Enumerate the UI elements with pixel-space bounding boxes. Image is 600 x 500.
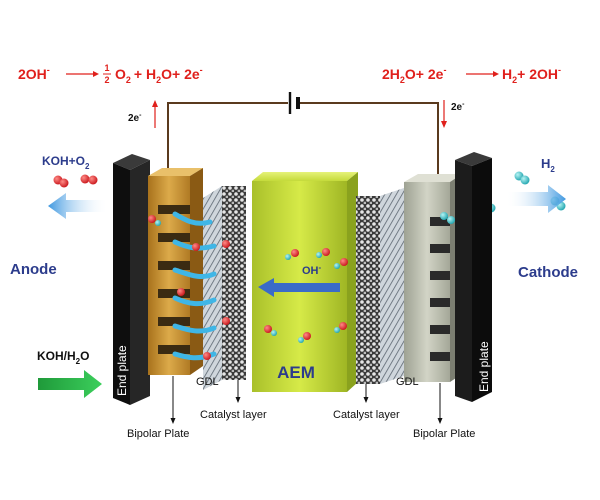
external-circuit (167, 92, 439, 182)
fraction-denominator: 2 (104, 75, 109, 85)
gdl-left-label: GDL (196, 376, 219, 388)
hydroxide-arrow (258, 278, 340, 297)
hydroxide-label: OH- (302, 263, 322, 277)
fraction-numerator: 1 (104, 63, 109, 73)
electron-left: 2e- (128, 100, 158, 128)
h2-outflow-arrow (506, 185, 566, 213)
anode-label: Anode (10, 261, 57, 278)
gdl-right-label: GDL (396, 376, 419, 388)
gdl-left (203, 186, 222, 390)
catalyst-left-label: Catalyst layer (200, 409, 267, 421)
end-plate-left: End plate (113, 154, 150, 405)
svg-text:2OH-: 2OH- (18, 65, 50, 82)
bipolar-right-label: Bipolar Plate (413, 428, 475, 440)
cathode-label: Cathode (518, 264, 578, 281)
end-plate-left-label: End plate (115, 345, 129, 396)
h2-label: H2 (541, 156, 555, 174)
cathode-reaction: 2H2O+ 2e- H2+ 2OH- (382, 65, 561, 85)
bipolar-left-label: Bipolar Plate (127, 428, 189, 440)
end-plate-right-label: End plate (477, 341, 491, 392)
wire-right (300, 102, 439, 182)
koh-h2o-inflow-arrow (38, 370, 102, 398)
end-plate-right: End plate (455, 152, 492, 402)
wire-left (167, 102, 288, 182)
koh-o2-label: KOH+O2 (42, 154, 90, 171)
hydroxide-transport: OH- (258, 263, 340, 297)
catalyst-layer-right (356, 196, 380, 384)
catalyst-right-label: Catalyst layer (333, 409, 400, 421)
membrane-molecules (148, 212, 455, 360)
o2-outflow-arrow (48, 193, 108, 219)
bipolar-plate-right (404, 174, 462, 382)
electron-right: 2e- (441, 100, 465, 128)
svg-text:H2+ 2OH-: H2+ 2OH- (502, 65, 561, 85)
svg-text:O2+ H2O+ 2e-: O2+ H2O+ 2e- (115, 65, 203, 85)
battery-icon (288, 92, 300, 114)
svg-text:2H2O+ 2e-: 2H2O+ 2e- (382, 65, 446, 85)
aem-label: AEM (277, 363, 315, 382)
koh-h2o-label: KOH/H2O (37, 349, 89, 366)
anode-reaction: 2OH- 1 2 O2+ H2O+ 2e- (18, 63, 203, 85)
bottom-labels: GDL GDL Catalyst layer Catalyst layer Bi… (127, 376, 475, 440)
gdl-right (380, 188, 404, 384)
catalyst-layer-left (222, 186, 246, 380)
svg-text:2e-: 2e- (451, 101, 465, 113)
svg-text:2e-: 2e- (128, 112, 142, 124)
